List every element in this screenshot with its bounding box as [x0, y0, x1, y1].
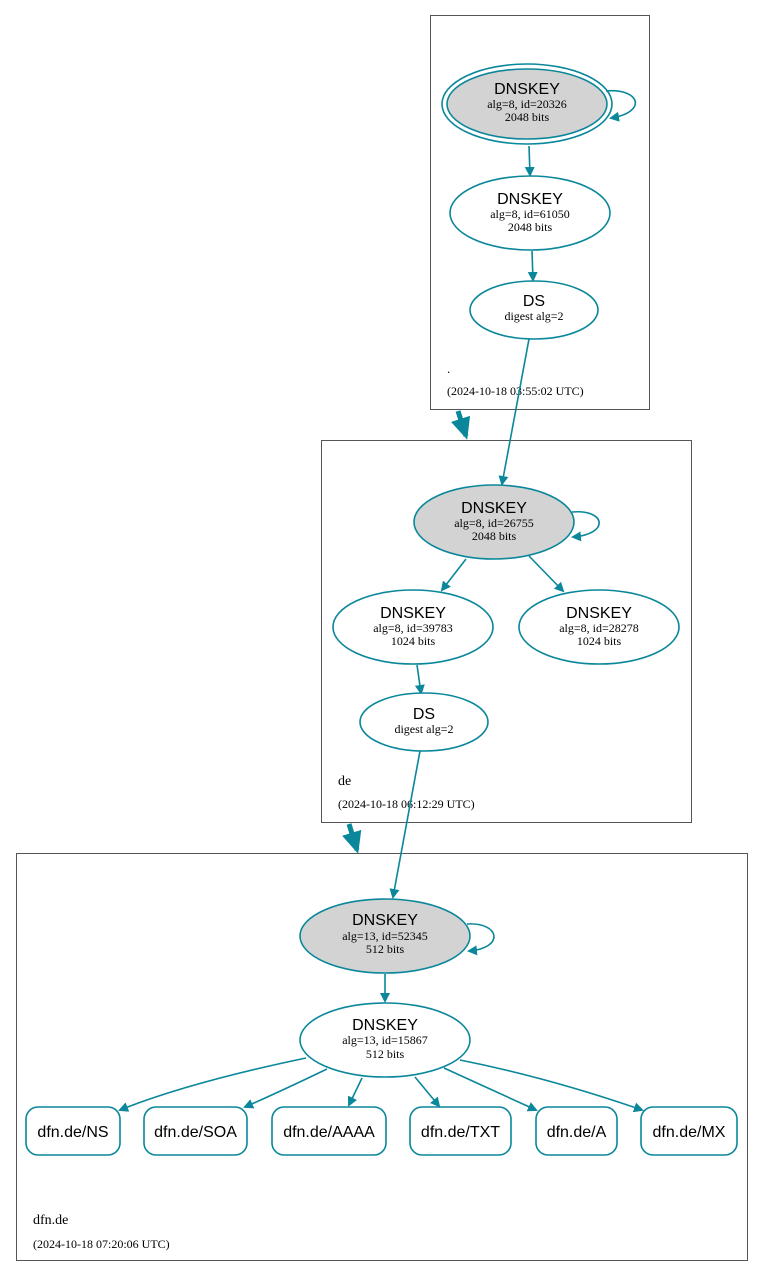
edge-dfn-zsk-aaaa [347, 1077, 363, 1107]
rrset-label: dfn.de/TXT [421, 1124, 500, 1141]
rrset-label: dfn.de/NS [37, 1124, 108, 1141]
node-title: DNSKEY [494, 81, 560, 98]
node-key-info: alg=8, id=20326 [487, 97, 567, 111]
node-title: DNSKEY [380, 605, 446, 622]
edge-de-ksk-zsk1 [440, 558, 467, 592]
edge-dfn-zsk-txt [414, 1076, 441, 1108]
edge-root-zsk-ds [527, 250, 538, 282]
delegation-arrow-root-de [450, 410, 471, 440]
node-ellipse [449, 175, 611, 251]
edge-root-ksk-zsk [524, 145, 535, 177]
node-key-info: alg=8, id=61050 [490, 207, 570, 221]
node-ellipse [299, 898, 471, 974]
edge-dfn-zsk-a [443, 1067, 538, 1112]
node-root-ds: DS digest alg=2 [469, 280, 599, 340]
node-root-ksk: DNSKEY alg=8, id=20326 2048 bits [441, 63, 613, 145]
edges [118, 90, 644, 1113]
rrset-label: dfn.de/MX [653, 1124, 726, 1141]
node-ellipse [299, 1002, 471, 1078]
edge-dfn-zsk-mx [459, 1059, 644, 1113]
node-title: DNSKEY [352, 912, 418, 929]
rrset-mx: dfn.de/MX [640, 1106, 738, 1156]
zone-dfn-name: dfn.de [33, 1213, 68, 1228]
node-key-info: alg=13, id=15867 [342, 1033, 428, 1047]
rrset-box [25, 1106, 121, 1156]
rrset-box [143, 1106, 248, 1156]
zone-root-timestamp: (2024-10-18 03:55:02 UTC) [447, 384, 584, 398]
delegation-arrow-de-dfn [342, 823, 362, 854]
node-title: DNSKEY [566, 605, 632, 622]
node-key-size: 512 bits [366, 942, 405, 956]
zone-de: de (2024-10-18 06:12:29 UTC) [321, 440, 692, 823]
zone-dfn-border [16, 853, 748, 1261]
edge-dfn-ksk-self [466, 923, 495, 956]
node-ellipse [413, 484, 575, 560]
node-de-ds: DS digest alg=2 [359, 692, 489, 752]
rrset-label: dfn.de/SOA [154, 1124, 237, 1141]
zone-dfn: dfn.de (2024-10-18 07:20:06 UTC) [16, 853, 748, 1261]
node-de-ksk: DNSKEY alg=8, id=26755 2048 bits [413, 484, 575, 560]
node-title: DNSKEY [497, 191, 563, 208]
node-title: DNSKEY [461, 500, 527, 517]
edge-de-ksk-self [571, 511, 600, 542]
node-digest: digest alg=2 [504, 309, 563, 323]
edge-de-ksk-zsk2 [528, 555, 565, 593]
node-key-info: alg=8, id=26755 [454, 516, 534, 530]
node-title: DS [523, 293, 545, 310]
node-title: DNSKEY [352, 1017, 418, 1034]
rrset-box [409, 1106, 512, 1156]
rrset-txt: dfn.de/TXT [409, 1106, 512, 1156]
zone-de-border [321, 440, 692, 823]
edge-root-ds-de-ksk [498, 338, 530, 486]
rrset-label: dfn.de/A [547, 1124, 607, 1141]
node-key-info: alg=8, id=28278 [559, 621, 639, 635]
rrset-soa: dfn.de/SOA [143, 1106, 248, 1156]
node-ellipse [469, 280, 599, 340]
zone-root: . (2024-10-18 03:55:02 UTC) [430, 15, 650, 410]
node-ellipse [359, 692, 489, 752]
edge-dfn-zsk-soa [243, 1068, 328, 1109]
rrset-ns: dfn.de/NS [25, 1106, 121, 1156]
rrset-box [640, 1106, 738, 1156]
rrset-box [271, 1106, 387, 1156]
edge-dfn-zsk-ns [118, 1057, 307, 1112]
node-key-size: 1024 bits [391, 634, 436, 648]
edge-root-ksk-self [605, 90, 636, 122]
rrset-aaaa: dfn.de/AAAA [271, 1106, 387, 1156]
zone-root-border [430, 15, 650, 410]
node-key-size: 512 bits [366, 1047, 405, 1061]
edge-de-ds-dfn-ksk [389, 750, 421, 899]
node-root-zsk: DNSKEY alg=8, id=61050 2048 bits [449, 175, 611, 251]
node-key-size: 1024 bits [577, 634, 622, 648]
trust-anchor-outer-ring [441, 63, 613, 145]
node-ellipse [518, 589, 680, 665]
rrset-box [535, 1106, 618, 1156]
node-digest: digest alg=2 [394, 722, 453, 736]
node-de-zsk2: DNSKEY alg=8, id=28278 1024 bits [518, 589, 680, 665]
edge-de-zsk1-ds [414, 664, 425, 695]
node-key-size: 2048 bits [505, 110, 550, 124]
zone-dfn-timestamp: (2024-10-18 07:20:06 UTC) [33, 1237, 170, 1251]
rrset-a: dfn.de/A [535, 1106, 618, 1156]
node-key-size: 2048 bits [508, 220, 553, 234]
node-key-info: alg=13, id=52345 [342, 929, 428, 943]
rrset-label: dfn.de/AAAA [283, 1124, 375, 1141]
node-de-zsk1: DNSKEY alg=8, id=39783 1024 bits [332, 589, 494, 665]
node-ellipse [332, 589, 494, 665]
node-title: DS [413, 706, 435, 723]
node-key-size: 2048 bits [472, 529, 517, 543]
zone-root-name: . [447, 361, 450, 376]
zone-de-timestamp: (2024-10-18 06:12:29 UTC) [338, 797, 475, 811]
node-dfn-zsk: DNSKEY alg=13, id=15867 512 bits [299, 1002, 471, 1078]
node-ellipse [446, 68, 608, 140]
zone-de-name: de [338, 774, 351, 789]
node-dfn-ksk: DNSKEY alg=13, id=52345 512 bits [299, 898, 471, 974]
node-key-info: alg=8, id=39783 [373, 621, 453, 635]
